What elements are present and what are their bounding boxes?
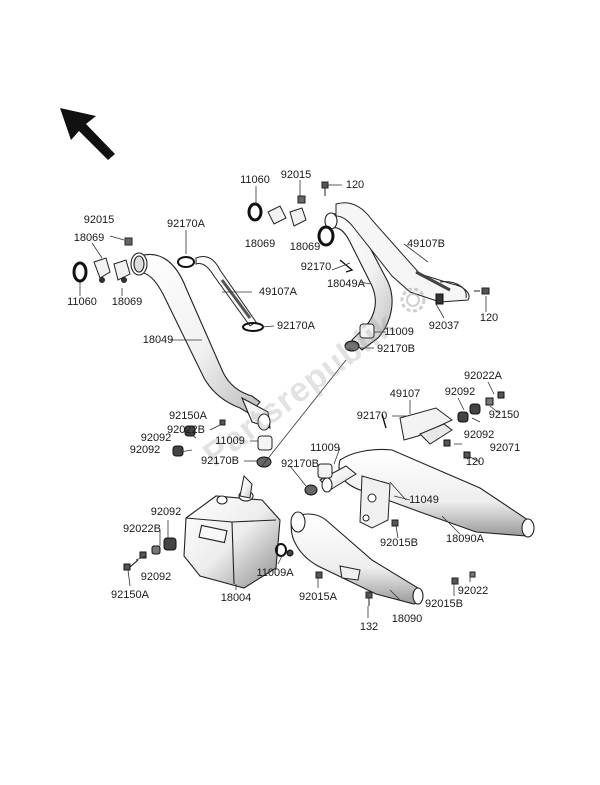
part-label: 92092 [444,386,476,398]
flange-18069-left [93,257,131,283]
part-label: 120 [345,179,365,191]
front-direction-arrow [60,108,115,160]
leader-lines [79,180,501,618]
part-label: 49107B [407,238,445,250]
part-label: 11009 [384,326,414,338]
clamp-92170-upper [339,259,354,273]
part-label: 92022 [457,585,489,597]
part-label: 92170A [167,218,205,230]
nut-92015-upper [297,195,306,204]
bracket-lower [339,565,361,581]
part-label: 92022A [464,370,502,382]
part-label: 92015 [280,169,312,181]
nut-92022 [451,571,476,585]
part-label: 132 [359,621,379,633]
clamp-92170B-left [256,456,272,468]
part-label: 18049A [327,278,365,290]
clamp-92170B-right [304,484,318,496]
gasket-18069-right [317,225,335,247]
part-label: 92170A [277,320,315,332]
gasket-11060-right [247,202,263,222]
bolt-132 [365,591,373,606]
part-label: 92022B [167,424,205,436]
part-label: 92092 [140,432,172,444]
part-label: 18090 [391,613,423,625]
gasket-11009-left [257,435,273,451]
gasket-11060-left [72,261,88,283]
bolt-120-upper [321,181,329,196]
part-label: 11060 [67,296,97,308]
bracket-11049 [359,475,391,529]
part-label: 11009A [256,567,294,579]
part-label: 18069 [289,241,321,253]
part-label: 120 [479,312,499,324]
nut-92015B-right [391,519,399,527]
part-label: 11009 [215,435,245,447]
part-label: 18069 [73,232,105,244]
part-label: 92150A [169,410,207,422]
part-label: 92170B [377,343,415,355]
flange-18069-upper [267,205,307,227]
part-label: 92071 [489,442,521,454]
muffler-18090 [290,511,424,605]
part-label: 18090A [446,533,484,545]
gasket-11009-right [317,463,333,479]
part-label: 92092 [150,506,182,518]
part-label: 92015 [83,214,115,226]
gasket-11009-upper [359,323,375,339]
muffler-body-18004 [183,490,281,589]
part-label: 11049 [409,494,439,506]
part-label: 92015B [380,537,418,549]
pipe-to-muffler [239,474,253,499]
part-label: 11060 [240,174,270,186]
part-label: 120 [465,456,485,468]
part-label: 92150A [111,589,149,601]
part-label: 11009 [310,442,340,454]
watermark-gear-icon [400,287,426,313]
part-label: 92170B [281,458,319,470]
nut-92015-left [124,237,133,246]
part-label: 92092 [140,571,172,583]
part-label: 92170B [201,455,239,467]
part-label: 92150 [488,409,520,421]
part-label: 49107A [259,286,297,298]
clamp-92170-right [381,413,387,429]
bolt-120-right [474,287,490,295]
mount-rubber-92092-b [123,537,177,571]
part-label: 92092 [463,429,495,441]
mount-right [443,391,505,459]
part-label: 18004 [220,592,252,604]
nut-92015A [315,571,323,579]
part-label: 92037 [428,320,460,332]
part-label: 49107 [389,388,421,400]
part-label: 18069 [111,296,143,308]
bracket-92037 [435,293,444,305]
part-label: 92022B [123,523,161,535]
bolt-92150A-upper [219,419,226,426]
heat-guard-49107A [195,256,257,327]
part-label: 18069 [244,238,276,250]
heat-guard-49107B [335,202,470,303]
part-label: 92170 [356,410,388,422]
part-label: 18049 [142,334,174,346]
part-label: 92015B [425,598,463,610]
connector-pipe-right [319,465,357,493]
clamp-92170B-upper [344,340,360,352]
part-label: 92170 [300,261,332,273]
clamp-92170A-upper [177,256,195,268]
grommet-11009A [275,543,294,557]
part-label: 92092 [129,444,161,456]
part-label: 92015A [299,591,337,603]
mount-rubber-92092-a [172,425,196,457]
heat-guard-49107 [399,407,453,445]
exhaust-pipe-18049 [130,252,271,431]
